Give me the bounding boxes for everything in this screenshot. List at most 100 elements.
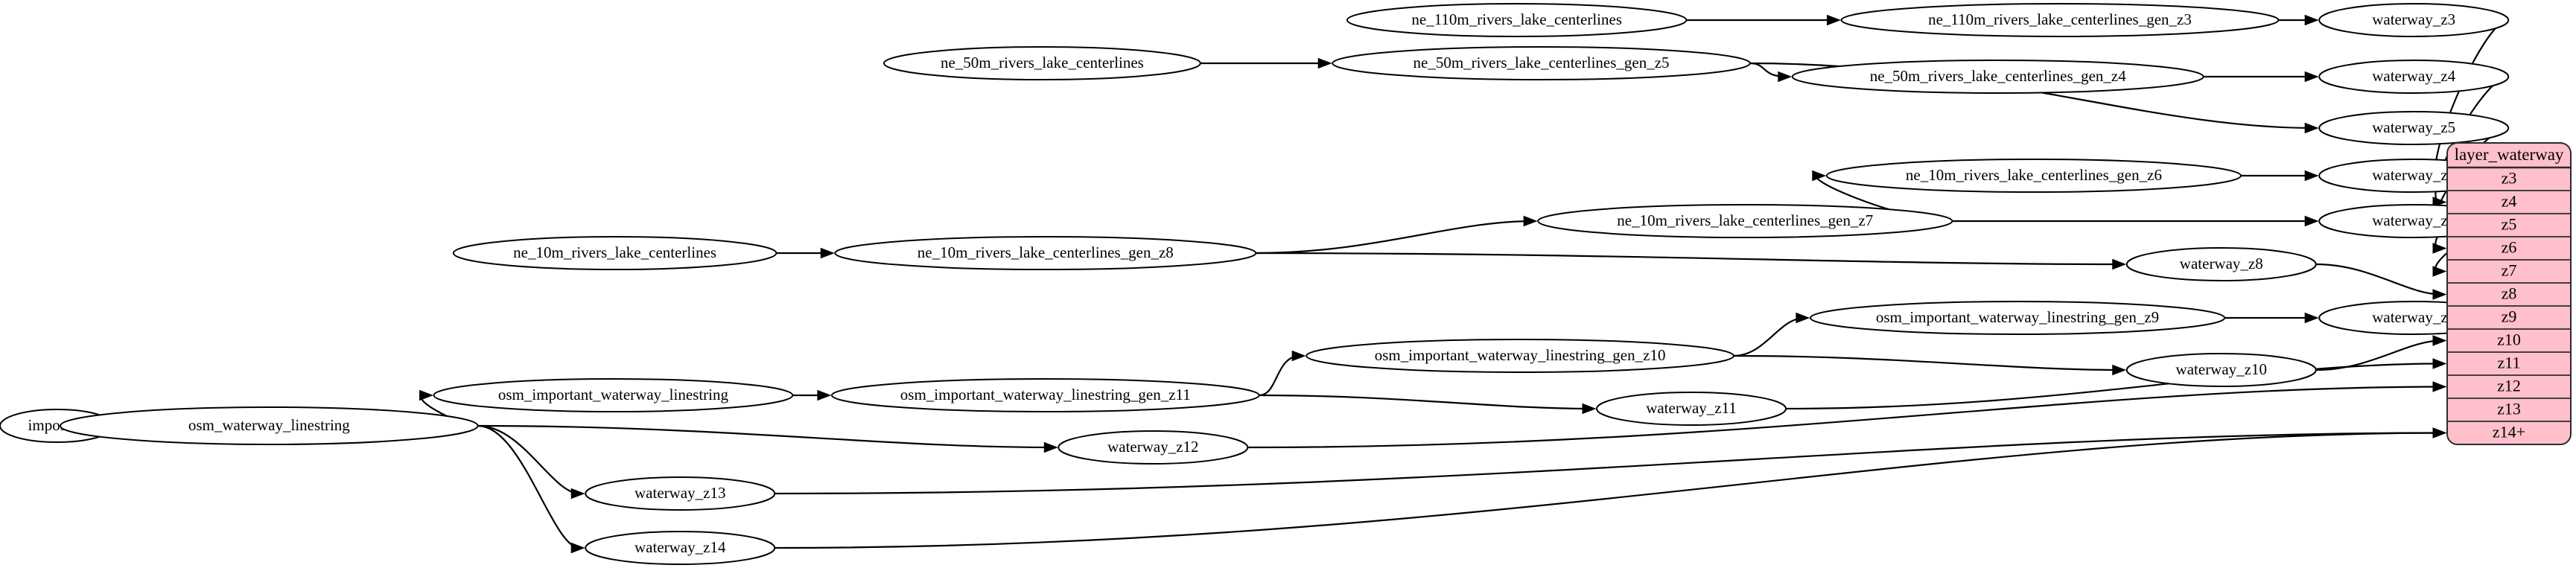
graph-node-ne_50m_rivers_lake_centerlines_gen_z5[interactable]: ne_50m_rivers_lake_centerlines_gen_z5 [1332, 46, 1751, 80]
table-header-row[interactable]: layer_waterway [2447, 145, 2571, 169]
node-label: osm_important_waterway_linestring_gen_z1… [900, 386, 1191, 403]
graph-edge [1786, 358, 2447, 410]
node-label: waterway_z10 [2176, 360, 2267, 378]
table-row-z14+[interactable]: z14+ [2447, 421, 2571, 441]
node-shape [585, 531, 776, 565]
edge-arrowhead [1796, 312, 1810, 324]
table-row-label: z10 [2497, 331, 2521, 349]
graph-edge [2224, 312, 2319, 324]
node-label: osm_waterway_linestring [188, 416, 350, 434]
edge-arrowhead [2112, 364, 2127, 376]
node-label: osm_important_waterway_linestring_gen_z1… [1375, 346, 1666, 364]
graph-edge [1200, 57, 1332, 69]
table-outline [2446, 142, 2572, 445]
node-shape [60, 406, 479, 445]
graph-edge [1733, 312, 1810, 357]
edge-line [477, 424, 580, 549]
graph-node-waterway_z10[interactable]: waterway_z10 [2125, 353, 2317, 387]
edge-arrowhead [2304, 14, 2319, 26]
node-shape [2125, 247, 2317, 281]
graph-edge [775, 427, 2447, 549]
graph-node-osm_important_waterway_linestring_gen_z10[interactable]: osm_important_waterway_linestring_gen_z1… [1306, 339, 1734, 373]
table-row-z10[interactable]: z10 [2447, 328, 2571, 349]
graph-node-ne_10m_rivers_lake_centerlines_gen_z7[interactable]: ne_10m_rivers_lake_centerlines_gen_z7 [1537, 204, 1953, 238]
edge-arrowhead [2432, 289, 2447, 300]
edge-line [1256, 252, 2121, 266]
node-label: waterway_z5 [2372, 118, 2455, 136]
edge-arrowhead [2432, 358, 2447, 369]
edge-arrowhead [2432, 381, 2447, 392]
graph-edge [792, 389, 832, 401]
node-shape [1791, 60, 2204, 94]
node-shape [433, 378, 794, 412]
edge-line [477, 424, 580, 495]
graph-node-ne_110m_rivers_lake_centerlines_gen_z3[interactable]: ne_110m_rivers_lake_centerlines_gen_z3 [1840, 3, 2280, 37]
graph-node-ne_10m_rivers_lake_centerlines[interactable]: ne_10m_rivers_lake_centerlines [452, 236, 777, 270]
graph-edge [1256, 215, 1538, 255]
node-shape [1596, 392, 1787, 426]
node-label: ne_10m_rivers_lake_centerlines_gen_z6 [1906, 166, 2162, 184]
node-label: waterway_z4 [2372, 67, 2455, 85]
table-row-z9[interactable]: z9 [2447, 305, 2571, 326]
node-shape [1537, 204, 1953, 238]
node-label: waterway_z7 [2372, 211, 2455, 229]
node-shape [882, 46, 1201, 80]
graph-node-ne_10m_rivers_lake_centerlines_gen_z8[interactable]: ne_10m_rivers_lake_centerlines_gen_z8 [834, 236, 1257, 270]
edge-arrowhead [1291, 350, 1306, 362]
graph-node-ne_10m_rivers_lake_centerlines_gen_z6[interactable]: ne_10m_rivers_lake_centerlines_gen_z6 [1825, 159, 2242, 193]
table-row-z7[interactable]: z7 [2447, 259, 2571, 280]
graph-edge [776, 247, 835, 259]
graph-edge [1952, 215, 2319, 227]
node-label: waterway_z9 [2372, 308, 2455, 326]
edge-arrowhead [1043, 441, 1058, 453]
node-shape [2318, 60, 2510, 94]
table-row-label: z6 [2502, 238, 2517, 257]
edge-line [1733, 316, 1804, 357]
edge-arrowhead [1827, 14, 1841, 26]
table-row-z8[interactable]: z8 [2447, 282, 2571, 303]
edge-arrowhead [2112, 258, 2127, 270]
edge-arrowhead [1812, 170, 1827, 182]
node-shape [452, 236, 777, 270]
graph-node-waterway_z4[interactable]: waterway_z4 [2318, 60, 2510, 94]
graph-node-osm_important_waterway_linestring_gen_z9[interactable]: osm_important_waterway_linestring_gen_z9 [1809, 301, 2226, 335]
graph-node-waterway_z5[interactable]: waterway_z5 [2318, 111, 2510, 145]
table-row-z11[interactable]: z11 [2447, 351, 2571, 372]
table-row-label: z8 [2502, 284, 2517, 303]
graph-edge [1247, 381, 2447, 449]
table-row-z4[interactable]: z4 [2447, 190, 2571, 211]
graph-edge [1259, 350, 1306, 397]
graph-node-ne_50m_rivers_lake_centerlines[interactable]: ne_50m_rivers_lake_centerlines [882, 46, 1201, 80]
graph-node-waterway_z8[interactable]: waterway_z8 [2125, 247, 2317, 281]
edge-line [1256, 220, 1533, 255]
node-label: ne_50m_rivers_lake_centerlines [941, 54, 1144, 71]
graph-edge [2203, 71, 2319, 83]
table-row-z13[interactable]: z13 [2447, 398, 2571, 418]
graph-node-osm_important_waterway_linestring[interactable]: osm_important_waterway_linestring [433, 378, 794, 412]
graph-node-waterway_z13[interactable]: waterway_z13 [585, 476, 776, 511]
table-row-z6[interactable]: z6 [2447, 236, 2571, 257]
node-label: ne_10m_rivers_lake_centerlines_gen_z7 [1617, 211, 1873, 229]
graph-node-waterway_z14[interactable]: waterway_z14 [585, 531, 776, 565]
graph-node-ne_50m_rivers_lake_centerlines_gen_z4[interactable]: ne_50m_rivers_lake_centerlines_gen_z4 [1791, 60, 2204, 94]
edge-line [2315, 263, 2442, 296]
node-label: osm_important_waterway_linestring_gen_z9 [1876, 308, 2159, 326]
node-label: waterway_z13 [635, 484, 725, 502]
node-label: waterway_z6 [2372, 166, 2455, 184]
table-row-z3[interactable]: z3 [2502, 169, 2517, 188]
graph-node-ne_110m_rivers_lake_centerlines[interactable]: ne_110m_rivers_lake_centerlines [1346, 3, 1688, 37]
node-shape [1332, 46, 1751, 80]
node-shape [834, 236, 1257, 270]
graph-edge [1686, 14, 1841, 26]
graph-node-waterway_z12[interactable]: waterway_z12 [1058, 430, 1249, 465]
graph-node-osm_important_waterway_linestring_gen_z11[interactable]: osm_important_waterway_linestring_gen_z1… [830, 378, 1260, 412]
table-row-z5[interactable]: z5 [2447, 213, 2571, 234]
graph-edge [2241, 170, 2319, 182]
table-row-z12[interactable]: z12 [2447, 374, 2571, 395]
edge-arrowhead [2304, 312, 2319, 324]
graph-node-waterway_z3[interactable]: waterway_z3 [2318, 3, 2510, 37]
graph-node-osm_waterway_linestring[interactable]: osm_waterway_linestring [60, 406, 479, 445]
graph-node-waterway_z11[interactable]: waterway_z11 [1596, 392, 1787, 426]
